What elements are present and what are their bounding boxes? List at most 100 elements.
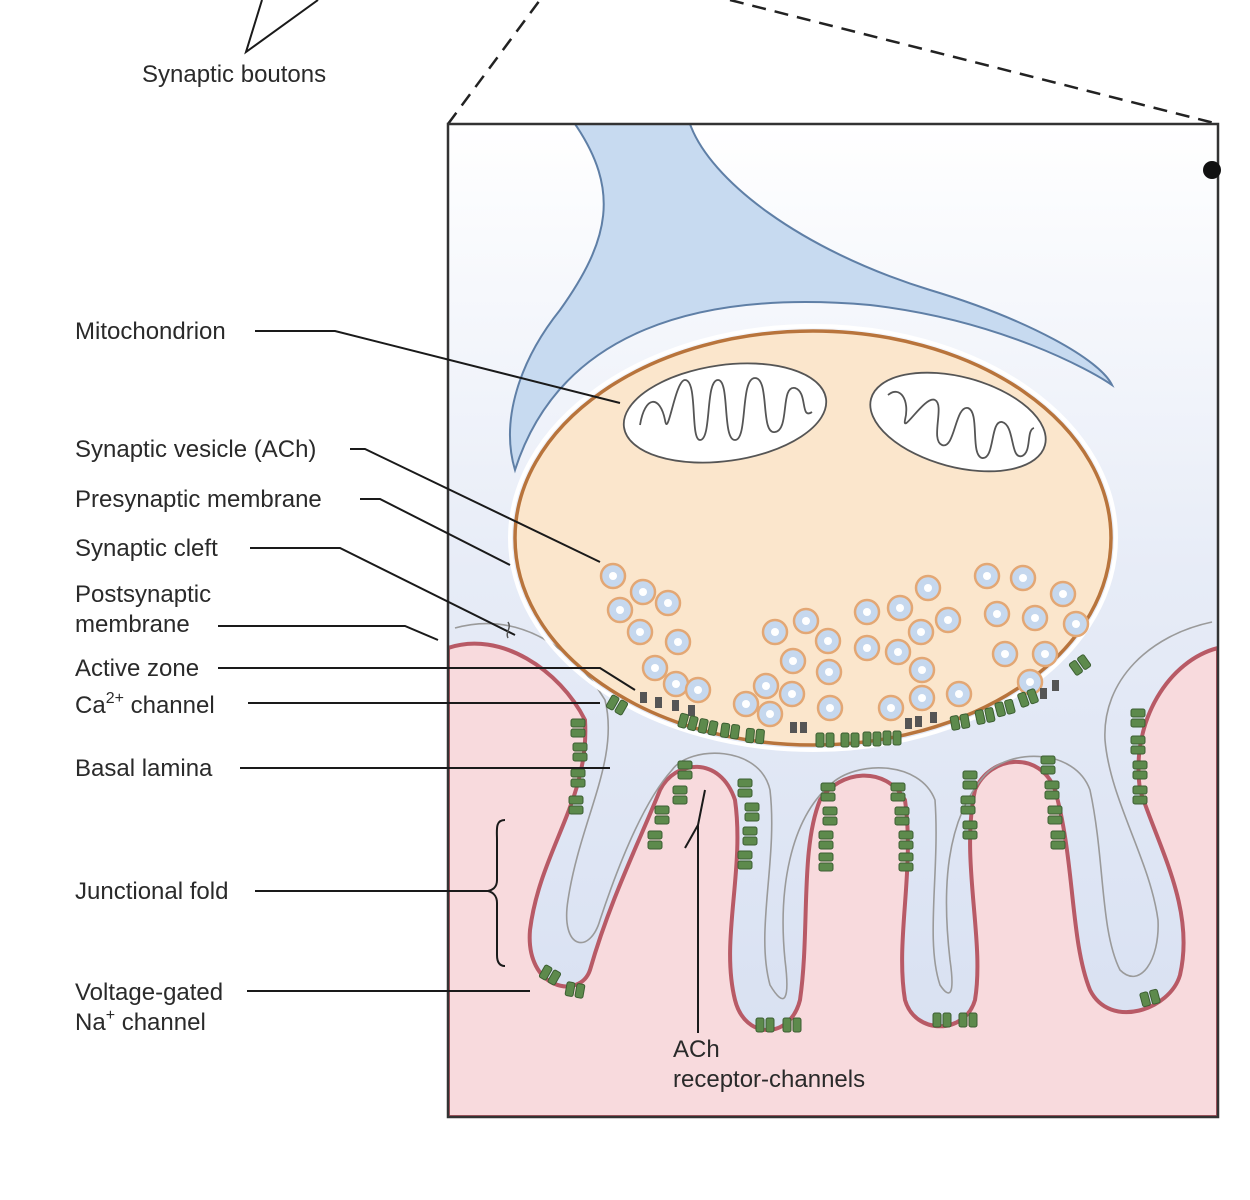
active-zone-bar (1052, 680, 1059, 691)
active-zone-bar (905, 718, 912, 729)
channel (818, 830, 834, 850)
channel (568, 795, 584, 815)
label-synaptic-cleft: Synaptic cleft (75, 535, 218, 562)
vesicle (991, 640, 1019, 668)
vesicle (1062, 610, 1090, 638)
vesicle (641, 654, 669, 682)
vesicle (884, 638, 912, 666)
synaptic-vesicles (599, 562, 1090, 728)
vesicle (662, 670, 690, 698)
channel (890, 782, 906, 802)
channel (572, 742, 588, 762)
labels: Synaptic boutons Mitochondrion Synaptic … (75, 61, 865, 1093)
channel (672, 785, 688, 805)
vesicle (606, 596, 634, 624)
vesicle (778, 680, 806, 708)
channel (820, 782, 836, 802)
label-postsynaptic-line2: membrane (75, 611, 190, 638)
active-zone-densities (640, 680, 1059, 733)
vesicle (629, 578, 657, 606)
channel (818, 852, 834, 872)
label-presynaptic-membrane: Presynaptic membrane (75, 486, 322, 513)
channel (1130, 708, 1146, 728)
active-zone-bar (688, 705, 695, 716)
vesicle (732, 690, 760, 718)
vesicle (1031, 640, 1059, 668)
active-zone-bar (672, 700, 679, 711)
basal-lamina (454, 621, 1213, 1000)
vesicle (877, 694, 905, 722)
vesicle (684, 676, 712, 704)
channel (677, 760, 693, 780)
channel (932, 1012, 952, 1028)
label-synaptic-vesicle: Synaptic vesicle (ACh) (75, 436, 316, 463)
vesicle (815, 658, 843, 686)
vesicle (907, 618, 935, 646)
vesicle (973, 562, 1001, 590)
channel (1132, 785, 1148, 805)
channel (697, 718, 719, 736)
vesicle (908, 656, 936, 684)
vesicle (626, 618, 654, 646)
vesicle (816, 694, 844, 722)
label-ach-line2: receptor-channels (673, 1066, 865, 1093)
channel (1130, 735, 1146, 755)
channel (744, 802, 760, 822)
label-active-zone: Active zone (75, 655, 199, 682)
channel (677, 712, 699, 732)
channel (654, 805, 670, 825)
vesicle (853, 598, 881, 626)
channel (755, 1017, 775, 1033)
channel (1047, 805, 1063, 825)
vesicle (599, 562, 627, 590)
vesicle (983, 600, 1011, 628)
channel (564, 981, 586, 999)
label-junctional-fold: Junctional fold (75, 878, 228, 905)
ion-channels (538, 654, 1161, 1033)
channel (994, 698, 1016, 718)
channel (822, 806, 838, 826)
channel (1044, 780, 1060, 800)
channel (1132, 760, 1148, 780)
label-voltage-gated-line1: Voltage-gated (75, 979, 223, 1006)
label-na-channel: Na+ channel (75, 1007, 206, 1036)
label-ach-line1: ACh (673, 1036, 720, 1063)
channel (605, 694, 629, 716)
vesicle (752, 672, 780, 700)
vesicle (1016, 668, 1044, 696)
channel (719, 722, 741, 740)
channel (1139, 988, 1161, 1008)
active-zone-bar (790, 722, 797, 733)
channel (974, 707, 996, 725)
active-zone-bar (930, 712, 937, 723)
channel (782, 1017, 802, 1033)
label-postsynaptic-line1: Postsynaptic (75, 581, 211, 608)
channel (737, 778, 753, 798)
vesicle (853, 634, 881, 662)
channel (1068, 654, 1092, 676)
channel (570, 768, 586, 788)
channel (958, 1012, 978, 1028)
channel (737, 850, 753, 870)
channel (894, 806, 910, 826)
vesicle (945, 680, 973, 708)
channel (840, 732, 860, 748)
vesicle (654, 589, 682, 617)
label-ca-channel: Ca2+ channel (75, 690, 215, 719)
vesicle (761, 618, 789, 646)
channel (898, 852, 914, 872)
label-synaptic-boutons: Synaptic boutons (142, 61, 326, 88)
active-zone-bar (640, 692, 647, 703)
zoom-indicator (244, 0, 1219, 126)
vesicle (756, 700, 784, 728)
vesicle (792, 607, 820, 635)
vesicle (934, 606, 962, 634)
channel (815, 732, 835, 748)
label-basal-lamina: Basal lamina (75, 755, 213, 782)
channel (745, 727, 765, 745)
channel (1017, 688, 1039, 708)
vesicle (1021, 604, 1049, 632)
inset-frame (446, 122, 1220, 1119)
label-mitochondrion: Mitochondrion (75, 318, 226, 345)
mitochondrion-left (622, 362, 828, 464)
